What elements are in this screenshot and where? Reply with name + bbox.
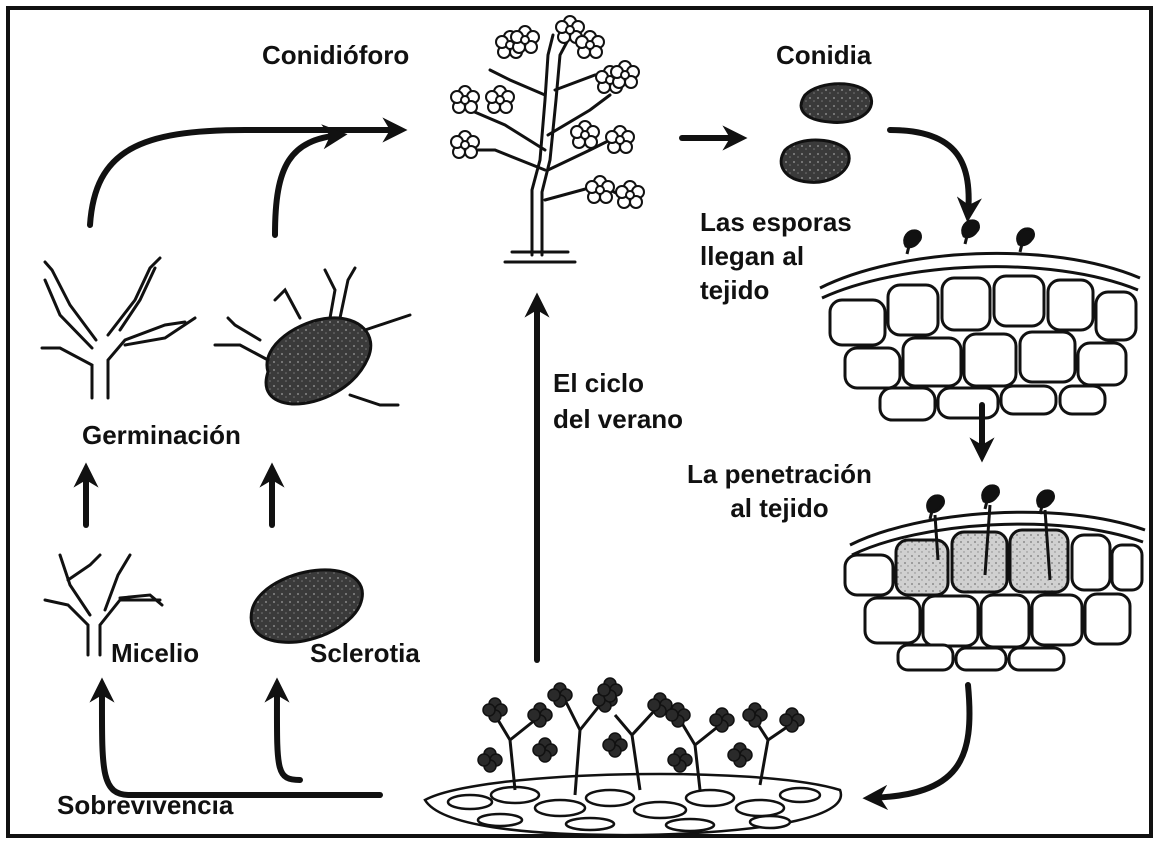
label-ciclo: El ciclo del verano (553, 365, 683, 437)
germinating-sclerotium-drawing (213, 266, 412, 407)
arrow-survival-to-sclerotia (264, 677, 303, 783)
conidia-drawing (779, 82, 874, 184)
germinating-mycelium-drawing (40, 256, 197, 400)
tissue-with-spores-drawing (819, 219, 1141, 422)
label-micelio: Micelio (111, 638, 200, 668)
label-ciclo-line2: del verano (553, 404, 684, 434)
conidiophore-drawing (449, 14, 646, 264)
tissue-penetration-drawing (843, 484, 1146, 672)
label-sclerotia: Sclerotia (310, 638, 420, 668)
cycle-arrows (73, 117, 995, 810)
label-esporas-line3: tejido (700, 275, 770, 305)
arrow-conidia-to-tissue (887, 127, 982, 223)
label-esporas: Las esporas llegan al tejido (700, 205, 852, 307)
mycelium-drawing (43, 553, 164, 657)
label-ciclo-line1: El ciclo (553, 368, 645, 398)
arrow-sclerotium-to-conidiophore (272, 124, 348, 238)
overwintering-debris-drawing (423, 676, 843, 837)
arrow-mycelium-to-conidiophore (87, 117, 408, 228)
label-penetracion-line1: La penetración (687, 459, 872, 489)
label-penetracion: La penetración al tejido (687, 457, 872, 525)
label-penetracion-line2: al tejido (730, 493, 829, 523)
sclerotium-drawing (249, 568, 364, 644)
arrow-penetration-to-debris (862, 682, 973, 810)
label-sobrevivencia: Sobrevivencia (57, 790, 234, 820)
label-germinacion: Germinación (82, 420, 241, 450)
label-conidia: Conidia (776, 40, 872, 70)
arrow-survival-to-mycelium (89, 677, 383, 798)
diagram-border (6, 6, 1153, 838)
label-esporas-line1: Las esporas (700, 207, 852, 237)
label-conidioforo: Conidióforo (262, 40, 410, 70)
label-esporas-line2: llegan al (700, 241, 805, 271)
